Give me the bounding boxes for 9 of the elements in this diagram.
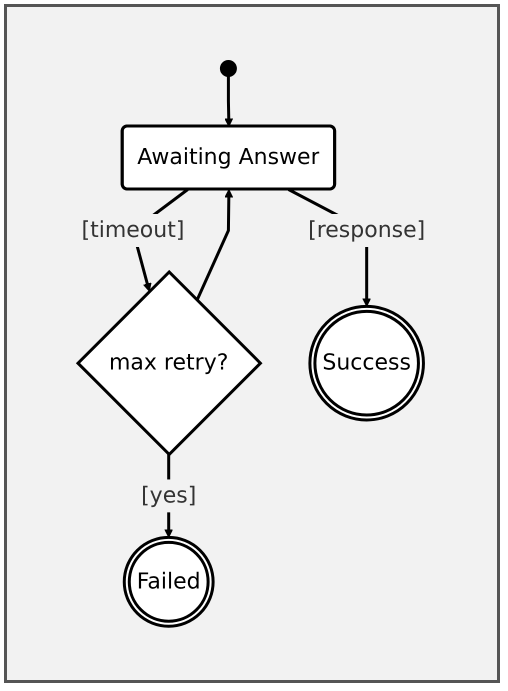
node-circle: Failed: [123, 536, 215, 628]
node-circle: [220, 60, 238, 77]
arrow: [224, 76, 234, 127]
arrow: [196, 188, 234, 301]
node-circle: Success: [308, 304, 426, 422]
node-diamond: max retry?: [76, 270, 263, 456]
edge-label: [response]: [308, 218, 426, 243]
edge-label: [timeout]: [82, 218, 185, 243]
edge-label: [yes]: [141, 483, 197, 508]
